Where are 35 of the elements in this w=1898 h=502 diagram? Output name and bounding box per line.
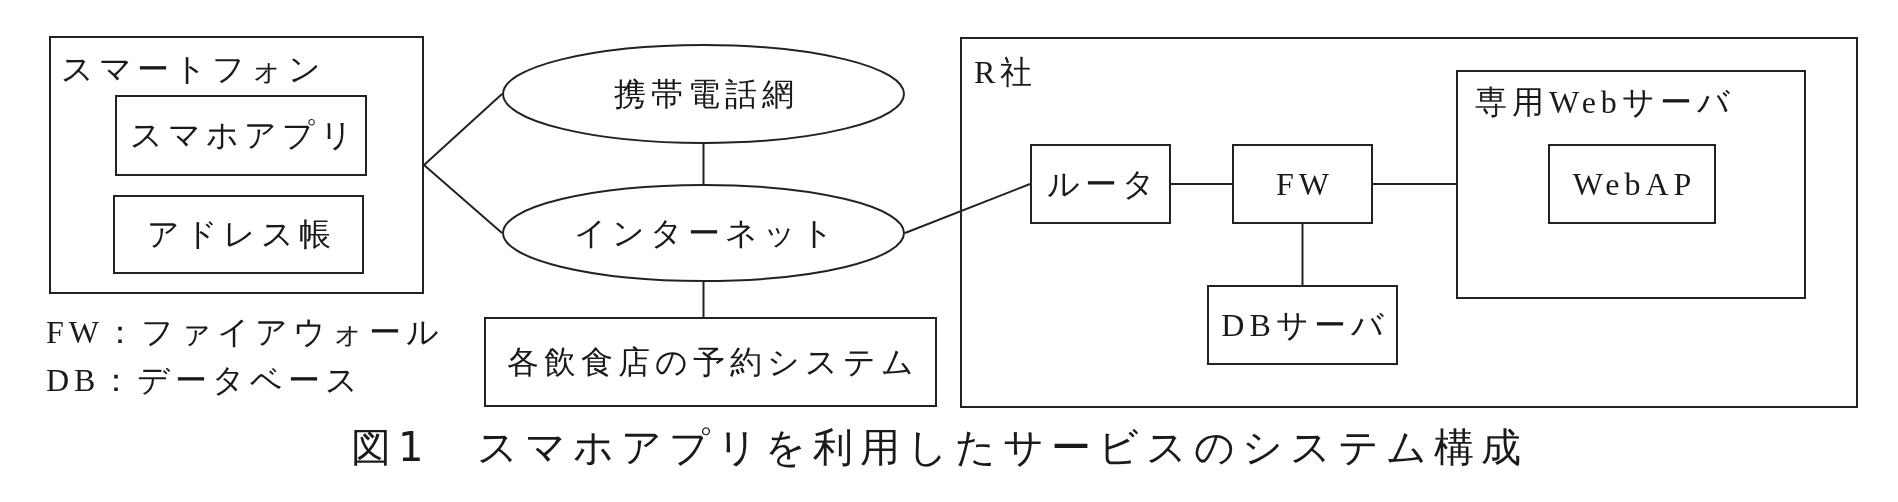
abbreviation-note: FW：ファイアウォール bbox=[46, 313, 444, 352]
container-box bbox=[960, 37, 1858, 408]
network-ellipse bbox=[502, 44, 905, 144]
connector-line bbox=[1170, 183, 1233, 185]
box-label: 各飲食店の予約システム bbox=[507, 342, 919, 382]
box-label: アドレス帳 bbox=[146, 215, 336, 254]
box-label: FW bbox=[1276, 164, 1334, 204]
connector-line bbox=[904, 183, 1031, 234]
figure-caption: 図1 スマホアプリを利用したサービスのシステム構成 bbox=[351, 423, 1529, 471]
box-label: WebAP bbox=[1572, 164, 1697, 204]
connector-line bbox=[1301, 223, 1304, 286]
box-label: DBサーバ bbox=[1221, 305, 1389, 345]
connector-line bbox=[702, 281, 705, 318]
container-box bbox=[49, 36, 424, 294]
ellipse-label: 携帯電話網 bbox=[613, 74, 799, 114]
box-label: ルータ bbox=[1046, 164, 1160, 204]
group-title: スマートフォン bbox=[61, 50, 326, 89]
component-box bbox=[115, 95, 367, 176]
component-box bbox=[1548, 144, 1716, 224]
connector-line bbox=[702, 143, 705, 185]
group-title: 専用Webサーバ bbox=[1475, 83, 1735, 122]
ellipse-label: インターネット bbox=[573, 213, 839, 253]
component-box bbox=[1232, 144, 1373, 224]
component-box bbox=[113, 195, 364, 274]
abbreviation-note: DB：データベース bbox=[46, 361, 364, 400]
group-title: R社 bbox=[974, 53, 1038, 92]
connector-line bbox=[423, 93, 503, 166]
component-box bbox=[484, 317, 937, 407]
component-box bbox=[1030, 144, 1171, 224]
container-box bbox=[1456, 70, 1806, 299]
network-ellipse bbox=[502, 184, 905, 282]
component-box bbox=[1207, 285, 1398, 365]
box-label: スマホアプリ bbox=[129, 116, 358, 155]
connector-line bbox=[1372, 183, 1457, 185]
connector-line bbox=[423, 164, 503, 234]
